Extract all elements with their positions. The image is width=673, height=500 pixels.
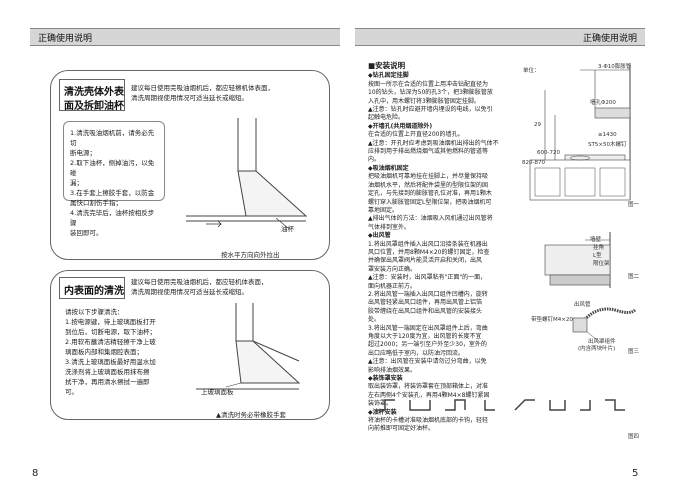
shell-clean-box: 清洗壳体外表 面及拆卸油杯 建议每日使用完吸油烟机后，都应轻擦机体表面， 清洗周… [50,70,330,260]
page-number-right: 5 [632,468,639,479]
hood-illustration-1 [186,118,308,229]
install-section-title: ■安装说明 [368,61,406,70]
inner-clean-desc-1: 建议每日使用完吸油烟机后，都应轻机体表面， [131,278,268,286]
fig2-label: 图二 [628,274,640,280]
step-line: 到位后，切断电源，取下油杯； [65,328,156,336]
install-item-cover: ◆装饰罩安装 取出装饰罩，将装饰罩套在顶部箱体上，对准 左右两侧4个安装孔，再用… [368,375,490,408]
step-line: 装回即可。 [70,229,103,237]
step-line: 漏； [70,179,83,187]
step-line: 3.清洗上玻璃面板最好用温水加 [65,358,156,366]
install-item-drill: ◆钻孔固定挂脚 按图一所示在合适的位置上用冲击钻配直径为 10的钻头，钻深为50… [368,72,493,122]
header-right-text: 正确使用说明 [582,34,637,44]
inner-clean-title: 内表面的清洗 [64,286,124,297]
step-line: 4.清洗完毕后，油杯按相反步骤 [70,209,155,227]
step-line: 可。 [65,388,78,396]
glass-panel-label: 上玻璃面板 [201,388,234,396]
fig3-hood-1: 出风罩组件 [588,339,616,345]
fig1-screws: ST5×50木螺钉 [588,142,627,148]
fig1-dim2: 600-720 [537,150,560,156]
inner-clean-title-box: 内表面的清洗 [59,277,125,299]
fig1-hole: 墙孔Φ200 [590,100,616,106]
fig3-pipe: 出风管 [574,302,591,308]
fig1-dim3: 820-870 [522,160,545,166]
shell-clean-title-box: 清洗壳体外表 面及拆卸油杯 [59,79,125,112]
fig2-limit-1: L型 [593,253,602,259]
shell-clean-desc-1: 建议每日使用完吸油烟机后，都应轻擦机体表面， [131,84,274,92]
fig1-unit: 单位： [523,68,540,74]
fig1-dim4: ≥1430 [598,132,617,138]
step-line: 2.用软布蘸清洁精轻擦干净上玻 [65,338,156,346]
fig3-cover: 带垫螺钉M4×20 [531,317,573,323]
shell-clean-title-2: 面及拆卸油杯 [64,101,124,112]
step-line: 璃面板内部和集烟腔表面； [65,348,143,356]
figure-4-diagram [375,399,625,411]
figure-3-diagram [572,307,637,343]
header-left: 正确使用说明 [30,28,340,46]
install-item-oil-cup: ◆油杯安装 将油杯的卡槽对准吸油烟机底部的卡钩，轻轻 向前推即可固定好油杯。 [368,408,489,433]
header-left-text: 正确使用说明 [38,34,93,44]
fig3-label: 图三 [628,349,640,355]
inner-clean-box: 内表面的清洗 建议每日使用完吸油烟机后，都应轻机体表面， 清洗周期视使用情况可适… [50,270,330,420]
step-line: 2.取下油杯，侧掉油污，以免碰 [70,159,155,177]
figure-2-diagram [544,232,611,288]
fig1-dim1: 29 [534,122,541,128]
fig2-wall: 墙壁 [590,237,602,243]
header-right: 正确使用说明 [355,28,645,46]
step-line: 断电源； [70,149,96,157]
oil-cup-label: 油杯 [281,225,294,233]
shell-clean-caption: 按水平方向向外拉出 [221,251,280,259]
shell-clean-steps: 1.清洗吸油烟机前，请务必先切 断电源； 2.取下油杯，侧掉油污，以免碰 漏； … [63,121,165,237]
shell-clean-desc-2: 清洗周期视使用情况可适当延长或缩短。 [131,94,248,102]
page-number-left: 8 [32,468,39,479]
step-line: 属快口割伤手指； [70,199,122,207]
install-instructions: ■安装说明 ◆钻孔固定挂脚 按图一所示在合适的位置上用冲击钻配直径为 10的钻头… [368,61,520,434]
fig2-limit-2: 限位架 [593,261,610,267]
fig3-hood-2: (内含两块叶片) [578,346,616,352]
step-line: 拭干净，再用清水擦拭一遍即 [65,378,150,386]
shell-clean-title-1: 清洗壳体外表 [64,87,124,98]
install-item-wall-hole: ◆开墙孔(共用烟道除外) 在合适的位置上开直径200的墙孔。 ▲注意：开孔时应考… [368,122,499,164]
step-line: 3.在手套上擦胶手套，以防金 [70,189,155,197]
fig1-label: 图一 [628,202,640,208]
fig1-bolts: 3-Φ10膨胀管 [598,64,632,70]
install-item-fix-hood: ◆吸油烟机固定 把吸油烟机可靠地挂在挂脚上，并尽量保持吸 油烟机水平，然后将配件… [368,164,493,231]
fig4-label: 图四 [628,434,640,440]
inner-clean-steps: 请按以下步骤清洗： 1.按电源键，待上玻璃面板打开 到位后，切断电源，取下油杯；… [65,307,156,397]
install-item-air-pipe: ◆出风管 1.将出风罩组件插入出风口沿接条装在机器出 风口位置，并用8颗M4×2… [368,232,490,374]
step-line: 1.清洗吸油烟机前，请务必先切 [70,129,155,147]
step-line: 1.按电源键，待上玻璃面板打开 [65,318,156,326]
inner-clean-desc-2: 清洗周期视使用情况可适当延长或缩短。 [131,288,248,296]
fig2-hook: 挂角 [593,245,605,251]
figure-1-diagram [529,65,631,201]
hood-illustration-2 [196,303,301,390]
step-line: 洗涤剂将上玻璃面板用抹布擦 [65,368,150,376]
steps-intro: 请按以下步骤清洗： [65,308,124,316]
inner-clean-caption: ▲清洗时务必带橡胶手套 [216,411,286,419]
